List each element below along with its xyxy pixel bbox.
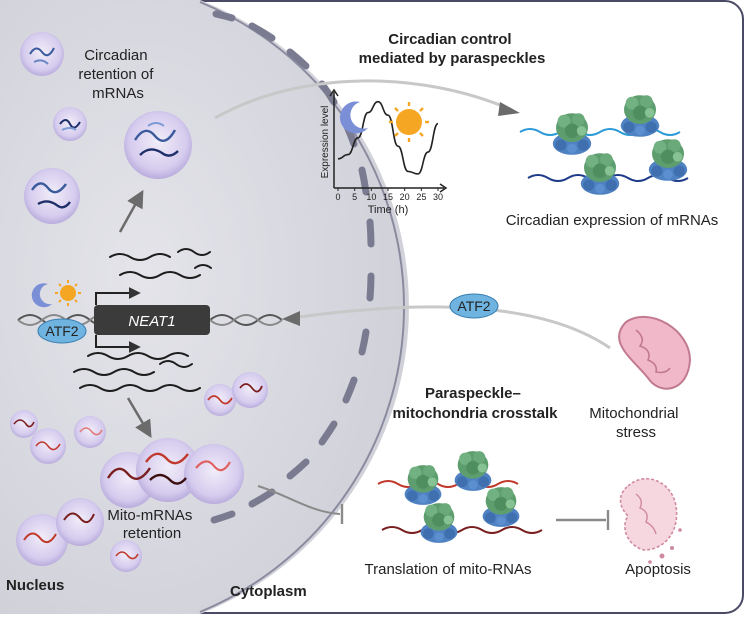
- sun-icon-large: [389, 102, 429, 142]
- apoptotic-mitochondrion: [619, 477, 682, 564]
- cytoplasm-label: Cytoplasm: [230, 583, 307, 600]
- inhibition-line-1: [257, 485, 341, 515]
- paraspeckle: [110, 540, 142, 572]
- paraspeckle: [20, 32, 64, 76]
- x-tick-label: 20: [400, 192, 410, 202]
- day-night-icon-small: [31, 280, 81, 308]
- translation-label: Translation of mito-RNAs: [365, 561, 532, 578]
- paraspeckle: [10, 410, 38, 438]
- neat1-gene-box: [94, 305, 210, 335]
- sun-icon: [55, 280, 81, 306]
- x-tick-label: 5: [352, 192, 357, 202]
- mito-retention-label: Mito-mRNAs retention: [107, 507, 196, 542]
- circadian-ribosomes: [519, 95, 689, 195]
- x-tick-label: 30: [433, 192, 443, 202]
- arrow-to-circadian-paraspeckle: [118, 189, 144, 233]
- paraspeckle: [74, 416, 106, 448]
- moon-icon: [31, 283, 52, 308]
- x-tick-label: 0: [335, 192, 340, 202]
- paraspeckle: [136, 438, 200, 502]
- expression-curve: [337, 100, 439, 175]
- paraspeckle-group-bottom: [10, 372, 268, 572]
- nucleus-label: Nucleus: [6, 577, 64, 594]
- nuclear-pores: [210, 10, 375, 524]
- paraspeckle: [184, 444, 244, 504]
- paraspeckle: [232, 372, 268, 408]
- mito-rna-ribosomes: [377, 451, 543, 543]
- atf2-cytoplasmic-label: ATF2: [457, 298, 490, 314]
- mito-stress-label: Mitochondrial stress: [589, 405, 682, 441]
- circadian-control-title: Circadian control mediated by paraspeckl…: [359, 31, 546, 67]
- neat1-transcripts-bottom: [73, 352, 201, 392]
- chart-ylabel: Expression level: [320, 106, 331, 179]
- x-tick-label: 15: [383, 192, 393, 202]
- paraspeckle: [24, 168, 80, 224]
- atf2-nuclear: ATF2: [37, 318, 87, 344]
- apoptosis-label: Apoptosis: [625, 561, 691, 578]
- day-night-icon-large: [339, 101, 429, 142]
- neat1-gene-label: NEAT1: [128, 313, 175, 330]
- crosstalk-title: Paraspeckle– mitochondria crosstalk: [392, 385, 558, 422]
- chart-xlabel: Time (h): [368, 204, 409, 216]
- x-tick-label: 10: [366, 192, 376, 202]
- x-tick-label: 25: [416, 192, 426, 202]
- paraspeckle: [124, 111, 192, 179]
- moon-icon-large: [339, 101, 368, 134]
- atf2-cytoplasmic: ATF2: [449, 293, 499, 319]
- chart-xticks: 0 5 10 15 20 25 30: [335, 188, 443, 202]
- paraspeckle: [56, 498, 104, 546]
- arrow-to-mito-paraspeckle: [126, 397, 152, 439]
- circadian-retention-label: Circadian retention of mRNAs: [78, 47, 157, 102]
- curve-to-circadian-expression: [214, 79, 513, 120]
- circadian-expression-label: Circadian expression of mRNAs: [506, 212, 719, 229]
- neat1-locus: NEAT1: [17, 287, 283, 353]
- mitochondrion: [618, 316, 692, 390]
- transcription-arrow-up: [95, 287, 141, 305]
- neat1-transcripts-top: [109, 248, 212, 279]
- expression-chart: Expression level Time (h) 0 5 10 15 20 25 30: [320, 88, 448, 216]
- atf2-nuclear-label: ATF2: [45, 323, 78, 339]
- arrowhead-circadian: [498, 102, 520, 116]
- paraspeckle-group-top: [20, 32, 192, 224]
- atf2-arrowhead: [282, 311, 300, 326]
- transcription-arrow-down: [95, 335, 141, 353]
